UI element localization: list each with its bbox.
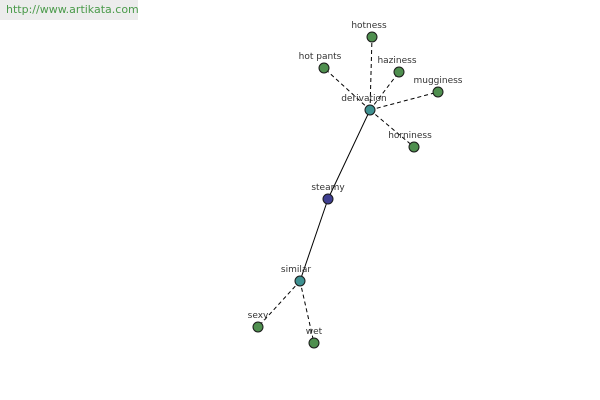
- node-derivation[interactable]: derivation: [341, 94, 387, 116]
- node-label-steamy: steamy: [311, 183, 345, 193]
- node-circle-sexy[interactable]: [252, 321, 264, 333]
- node-label-haziness: haziness: [377, 56, 416, 66]
- node-horniness[interactable]: horniness: [388, 131, 432, 153]
- site-url-banner[interactable]: http://www.artikata.com: [0, 0, 138, 20]
- node-haziness[interactable]: haziness: [377, 56, 417, 78]
- edges: [257, 36, 439, 344]
- edge-similar-sexy: [257, 280, 301, 328]
- edge-derivation-hot-pants: [323, 67, 371, 111]
- node-circle-wet[interactable]: [308, 337, 320, 349]
- node-steamy[interactable]: steamy: [311, 183, 345, 205]
- node-wet[interactable]: wet: [306, 327, 323, 349]
- node-similar[interactable]: similar: [281, 265, 311, 287]
- node-hot-pants[interactable]: hot pants: [299, 52, 342, 74]
- node-circle-similar[interactable]: [294, 275, 306, 287]
- edge-steamy-derivation: [327, 109, 371, 200]
- edge-derivation-haziness: [369, 71, 400, 111]
- node-label-similar: similar: [281, 265, 311, 275]
- node-label-mugginess: mugginess: [413, 76, 462, 86]
- node-sexy[interactable]: sexy: [248, 311, 269, 333]
- node-circle-steamy[interactable]: [322, 193, 334, 205]
- node-label-wet: wet: [306, 327, 323, 337]
- node-label-hotness: hotness: [351, 21, 387, 31]
- node-circle-derivation[interactable]: [364, 104, 376, 116]
- nodes: steamy derivation similar hotness hot pants h…: [248, 21, 463, 349]
- edge-steamy-similar: [299, 198, 329, 282]
- node-label-derivation: derivation: [341, 94, 387, 104]
- node-label-sexy: sexy: [248, 311, 269, 321]
- node-hotness[interactable]: hotness: [351, 21, 387, 43]
- edge-similar-wet: [299, 280, 315, 344]
- edge-derivation-hotness: [369, 36, 373, 111]
- node-circle-hot-pants[interactable]: [318, 62, 330, 74]
- node-circle-haziness[interactable]: [393, 66, 405, 78]
- node-circle-hotness[interactable]: [366, 31, 378, 43]
- edge-derivation-mugginess: [369, 91, 439, 111]
- node-mugginess[interactable]: mugginess: [413, 76, 463, 98]
- node-circle-mugginess[interactable]: [432, 86, 444, 98]
- node-label-horniness: horniness: [388, 131, 432, 141]
- edge-derivation-horniness: [369, 109, 415, 148]
- node-circle-horniness[interactable]: [408, 141, 420, 153]
- node-label-hot-pants: hot pants: [299, 52, 342, 62]
